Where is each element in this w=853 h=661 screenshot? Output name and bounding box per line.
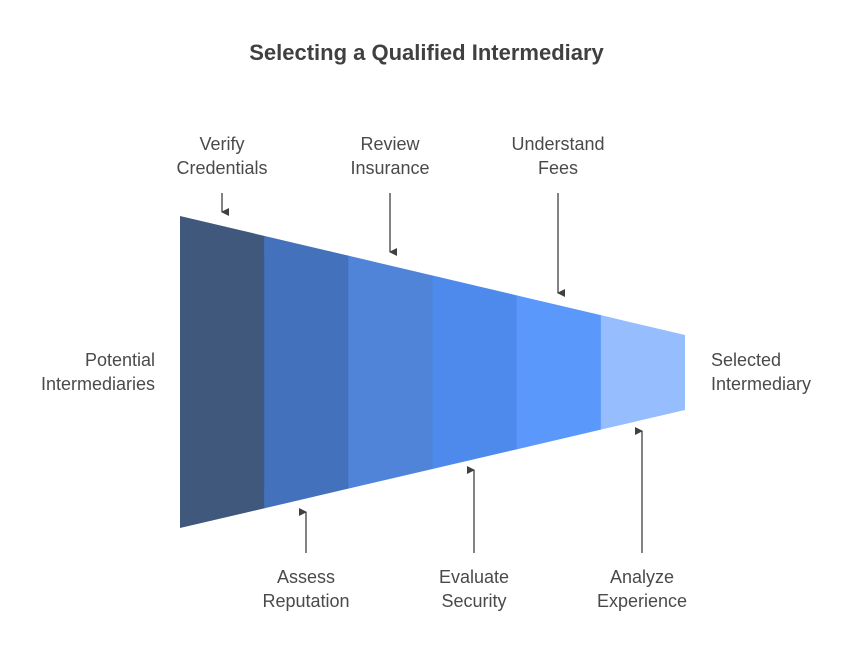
stage-label-5: Understand Fees bbox=[511, 134, 605, 178]
funnel-segment-4 bbox=[432, 275, 518, 469]
funnel-segment-6 bbox=[600, 315, 685, 430]
funnel-segment-3 bbox=[348, 255, 433, 489]
stage-label-4: Evaluate Security bbox=[438, 567, 510, 611]
funnel-segment-5 bbox=[516, 295, 602, 450]
funnel-segment-2 bbox=[264, 235, 349, 509]
diagram-title: Selecting a Qualified Intermediary bbox=[249, 40, 604, 65]
stage-label-3: Review Insurance bbox=[350, 134, 430, 178]
funnel-segment-1 bbox=[180, 216, 265, 528]
start-label: Potential Intermediaries bbox=[40, 350, 155, 394]
stage-label-6: Analyze Experience bbox=[596, 567, 688, 611]
end-label: Selected Intermediary bbox=[711, 350, 812, 394]
stage-label-1: Verify Credentials bbox=[176, 134, 268, 178]
stage-label-2: Assess Reputation bbox=[262, 567, 350, 611]
